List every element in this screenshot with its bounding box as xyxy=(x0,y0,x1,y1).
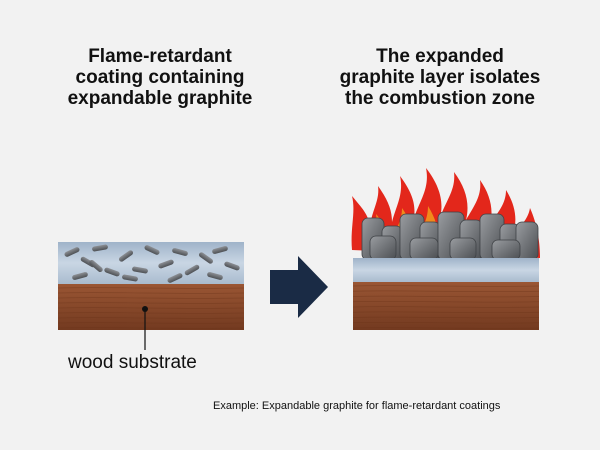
wood-grain-line xyxy=(352,295,540,298)
right-title-line-3: the combustion zone xyxy=(345,88,535,109)
graphite-flake xyxy=(92,244,108,252)
substrate-label: wood substrate xyxy=(68,352,197,373)
wood-grain-line xyxy=(352,290,540,293)
left-title-line-3: expandable graphite xyxy=(67,88,253,109)
wood-grain-line xyxy=(57,292,245,294)
graphite-flake xyxy=(118,250,134,262)
expanded-graphite-layer xyxy=(361,211,539,263)
graphite-flakes xyxy=(64,244,240,283)
graphite-flake xyxy=(198,252,214,264)
wood-grain-line xyxy=(57,327,245,329)
right-arrow-icon xyxy=(270,256,328,318)
right-title-line-1: The expanded xyxy=(376,46,504,67)
wood-grain-line xyxy=(352,306,540,308)
wood-grain-line xyxy=(57,297,245,299)
graphite-flake xyxy=(212,246,228,254)
graphite-lump xyxy=(369,235,397,261)
graphite-flake xyxy=(132,266,148,274)
graphite-flake xyxy=(167,273,183,283)
graphite-flake xyxy=(158,259,174,269)
graphite-flake xyxy=(122,274,138,282)
graphite-flake xyxy=(104,267,120,277)
graphite-flake xyxy=(207,272,223,280)
wood-grain-line xyxy=(57,312,245,314)
wood-grain-line xyxy=(57,302,245,304)
graphite-lump xyxy=(491,239,521,261)
right-wood-layer xyxy=(353,282,539,330)
wood-grain-line xyxy=(57,317,245,319)
wood-grain-line xyxy=(57,322,245,324)
graphite-lump xyxy=(409,237,439,261)
wood-grain-line xyxy=(352,316,540,319)
graphite-flake xyxy=(72,272,88,280)
caption: Example: Expandable graphite for flame-r… xyxy=(213,400,501,412)
right-panel-title: The expanded graphite layer isolates the… xyxy=(315,46,565,109)
left-layer-stack xyxy=(57,242,245,350)
wood-grain-line xyxy=(352,285,540,287)
right-coating-layer xyxy=(353,258,539,282)
left-wood-grain xyxy=(57,287,245,329)
graphite-flake xyxy=(224,261,240,271)
graphite-flake xyxy=(184,264,200,276)
right-layer-stack xyxy=(351,168,540,330)
graphite-flake xyxy=(64,247,80,257)
wood-grain-line xyxy=(352,311,540,314)
wood-grain-line xyxy=(352,327,540,329)
left-wood-layer xyxy=(58,284,244,330)
wood-grain-line xyxy=(352,321,540,324)
graphite-lump xyxy=(449,237,477,261)
graphite-flake xyxy=(144,245,160,255)
wood-grain-line xyxy=(352,300,540,303)
left-title-line-2: coating containing xyxy=(75,67,245,88)
graphite-flake xyxy=(89,259,103,273)
right-title-line-2: graphite layer isolates xyxy=(339,67,541,88)
wood-grain-line xyxy=(57,287,245,289)
left-panel-title: Flame-retardant coating containing expan… xyxy=(35,46,285,109)
graphite-flake xyxy=(172,248,188,256)
right-wood-grain xyxy=(352,285,540,329)
left-title-line-1: Flame-retardant xyxy=(88,46,232,67)
